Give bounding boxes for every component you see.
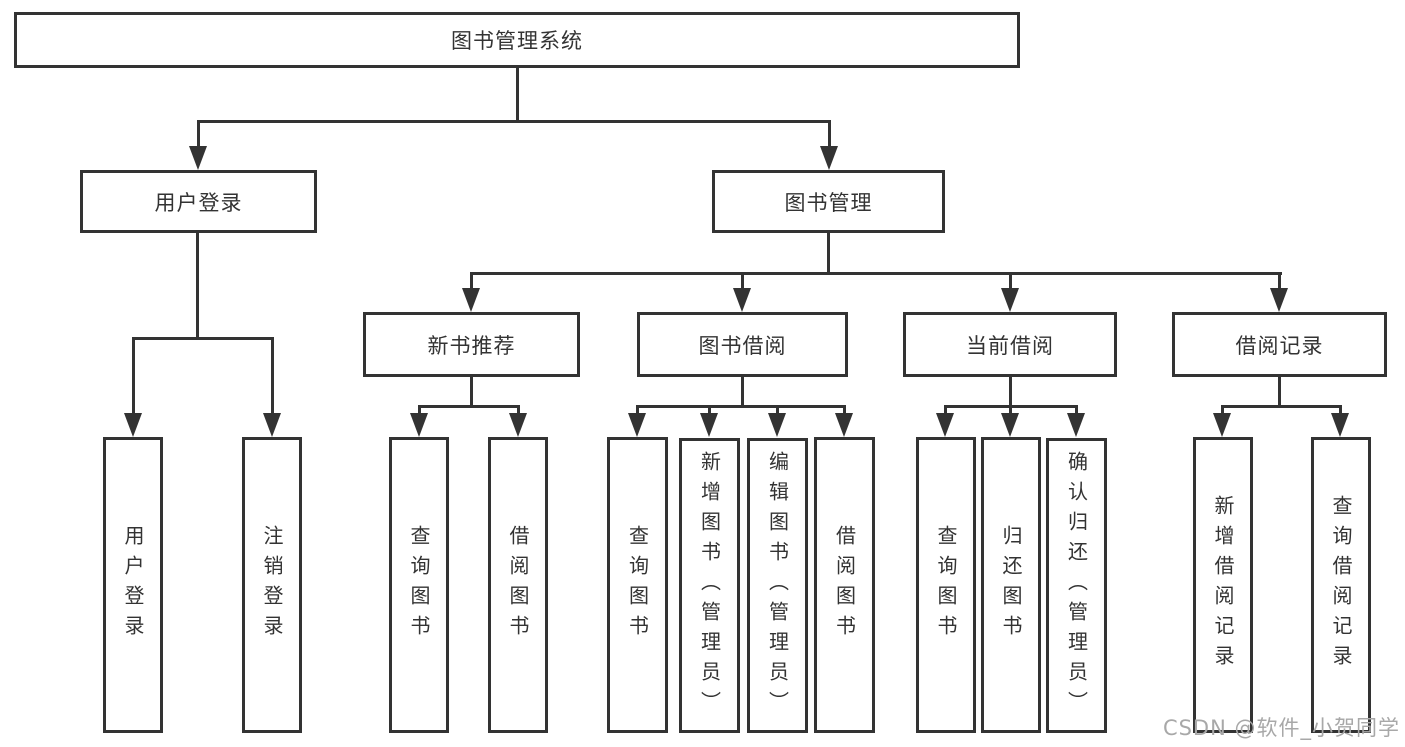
arrow-down-icon: [936, 413, 954, 437]
connector-recommend-drop-1: [418, 405, 421, 415]
node-user-login: 用户登录: [80, 170, 317, 233]
arrow-down-icon: [1067, 413, 1085, 437]
arrow-down-icon: [189, 146, 207, 170]
connector-borrow-drop-2: [708, 405, 711, 415]
connector-userlogin-drop-2: [271, 337, 274, 415]
leaf-borrow-books-borrow: 借阅图书: [814, 437, 875, 733]
connector-recommend-bus: [418, 405, 520, 408]
connector-borrow-drop-4: [843, 405, 846, 415]
arrow-down-icon: [700, 413, 718, 437]
leaf-query-books-borrow: 查询图书: [607, 437, 668, 733]
connector-recommend-drop-2: [517, 405, 520, 415]
node-book-borrow: 图书借阅: [637, 312, 848, 377]
connector-bookmgmt-drop-3: [1009, 272, 1012, 290]
leaf-add-borrow-record: 新增借阅记录: [1193, 437, 1253, 733]
arrow-down-icon: [628, 413, 646, 437]
connector-current-drop-2: [1009, 405, 1012, 415]
leaf-query-books-current: 查询图书: [916, 437, 976, 733]
arrow-down-icon: [1331, 413, 1349, 437]
csdn-watermark: CSDN @软件_小贺同学: [1162, 716, 1400, 740]
connector-bookmgmt-bus: [470, 272, 1282, 275]
leaf-query-borrow-record: 查询借阅记录: [1311, 437, 1371, 733]
leaf-user-login: 用户登录: [103, 437, 163, 733]
arrow-down-icon: [1270, 288, 1288, 312]
connector-userlogin-drop-1: [132, 337, 135, 415]
connector-records-bus: [1221, 405, 1342, 408]
leaf-add-book-admin: 新增图书（管理员）: [679, 438, 740, 733]
connector-records-stem: [1278, 377, 1281, 405]
arrow-down-icon: [1001, 413, 1019, 437]
arrow-down-icon: [768, 413, 786, 437]
connector-borrow-bus: [636, 405, 846, 408]
connector-root-stem: [516, 68, 519, 120]
arrow-down-icon: [509, 413, 527, 437]
connector-borrow-drop-1: [636, 405, 639, 415]
connector-userlogin-stem: [196, 233, 199, 337]
arrow-down-icon: [835, 413, 853, 437]
connector-userlogin-bus: [132, 337, 274, 340]
arrow-down-icon: [124, 413, 142, 437]
leaf-logout: 注销登录: [242, 437, 302, 733]
connector-bookmgmt-drop-4: [1278, 272, 1281, 290]
connector-bookmgmt-drop-1: [470, 272, 473, 290]
node-root-system: 图书管理系统: [14, 12, 1020, 68]
node-book-management: 图书管理: [712, 170, 945, 233]
arrow-down-icon: [820, 146, 838, 170]
leaf-return-book: 归还图书: [981, 437, 1041, 733]
arrow-down-icon: [263, 413, 281, 437]
node-new-book-recommend: 新书推荐: [363, 312, 580, 377]
leaf-edit-book-admin: 编辑图书（管理员）: [747, 438, 808, 733]
node-borrow-records: 借阅记录: [1172, 312, 1387, 377]
connector-root-drop-right: [828, 120, 831, 150]
connector-records-drop-1: [1221, 405, 1224, 415]
connector-bookmgmt-drop-2: [741, 272, 744, 290]
arrow-down-icon: [410, 413, 428, 437]
connector-current-drop-3: [1075, 405, 1078, 415]
connector-current-drop-1: [944, 405, 947, 415]
connector-recommend-stem: [470, 377, 473, 405]
connector-borrow-stem: [741, 377, 744, 405]
connector-root-bus: [197, 120, 831, 123]
arrow-down-icon: [462, 288, 480, 312]
connector-records-drop-2: [1339, 405, 1342, 415]
arrow-down-icon: [1001, 288, 1019, 312]
arrow-down-icon: [733, 288, 751, 312]
leaf-query-books-recommend: 查询图书: [389, 437, 449, 733]
connector-current-stem: [1009, 377, 1012, 405]
connector-root-drop-left: [197, 120, 200, 150]
connector-borrow-drop-3: [776, 405, 779, 415]
leaf-confirm-return-admin: 确认归还（管理员）: [1046, 438, 1107, 733]
connector-bookmgmt-stem: [827, 233, 830, 272]
node-current-borrow: 当前借阅: [903, 312, 1117, 377]
leaf-borrow-books-recommend: 借阅图书: [488, 437, 548, 733]
arrow-down-icon: [1213, 413, 1231, 437]
